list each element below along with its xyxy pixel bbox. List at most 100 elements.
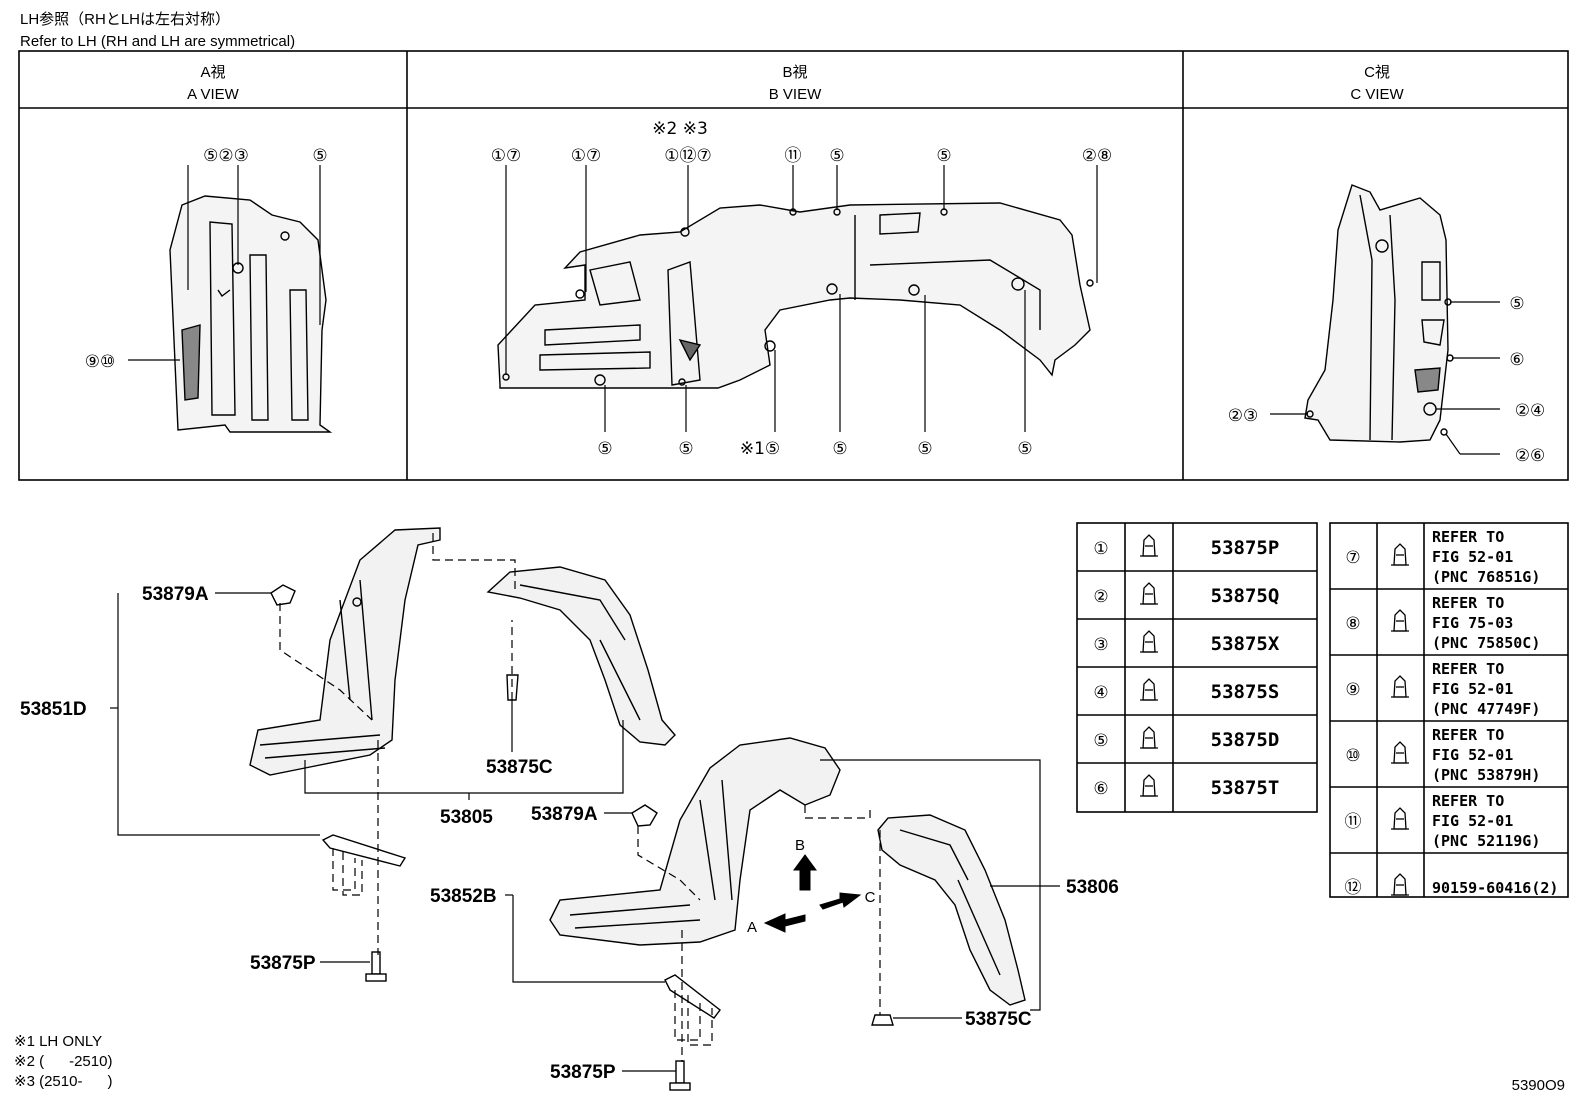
clip-53875C-lower	[871, 1014, 894, 1026]
fastener-icon	[1140, 534, 1158, 557]
view-b-callout-5-bottom-a: ⑤	[597, 439, 612, 459]
legend-right-index: ⑪	[1345, 812, 1362, 832]
view-b-callout-note1-5: ※1⑤	[740, 439, 780, 459]
figure-id: 5390O9	[1512, 1077, 1565, 1094]
arrow-c-label: C	[865, 889, 876, 906]
note-3: ※3 (2510- )	[14, 1073, 112, 1090]
legend-left-index: ①	[1093, 539, 1108, 559]
legend-table-right: ⑦ REFER TO FIG 52-01 (PNC 76851G) ⑧ REFER TO F…	[1345, 528, 1559, 898]
view-c-title-jp: C視	[1364, 64, 1390, 81]
label-53851D: 53851D	[20, 699, 87, 720]
legend-table-left-grid	[1076, 522, 1318, 813]
label-53852B: 53852B	[430, 886, 497, 907]
view-b-callout-5-bottom-d: ⑤	[832, 439, 847, 459]
view-b-callout-5-bottom-f: ⑤	[1017, 439, 1032, 459]
legend-left-part-code: 53875X	[1211, 633, 1280, 655]
view-b-title-jp: B視	[782, 64, 807, 81]
view-b-callout-1-7-b: ①⑦	[571, 146, 601, 166]
fastener-icon	[1140, 582, 1158, 605]
fastener-icon	[1391, 741, 1409, 764]
legend-right-reference-text: FIG 75-03	[1432, 614, 1513, 632]
fastener-icon	[1140, 630, 1158, 653]
legend-right-index: ⑧	[1345, 614, 1360, 634]
dashed-alignment-lines	[279, 533, 881, 1062]
legend-table-right-grid	[1329, 522, 1569, 898]
legend-left-part-code: 53875S	[1211, 681, 1280, 703]
view-b-callout-5-top-a: ⑤	[829, 146, 844, 166]
view-b-note-2-3: ※2 ※3	[652, 119, 708, 139]
bolt-53875P-upper	[365, 951, 387, 982]
view-c-leaders	[1270, 301, 1500, 455]
fastener-icon	[1391, 609, 1409, 632]
view-a-liner-drawing	[169, 195, 333, 433]
header-line-en: Refer to LH (RH and LH are symmetrical)	[20, 33, 295, 50]
legend-right-reference-text: (PNC 53879H)	[1432, 766, 1540, 784]
view-b-liner-drawing	[497, 202, 1094, 389]
arrow-a-label: A	[747, 919, 757, 936]
view-a-title-jp: A視	[200, 64, 225, 81]
view-b-title-en: B VIEW	[769, 86, 822, 103]
note-2: ※2 ( -2510)	[14, 1053, 112, 1070]
arrow-c-icon	[819, 892, 862, 910]
view-c-title-en: C VIEW	[1350, 86, 1404, 103]
fastener-icon	[1140, 726, 1158, 749]
view-a-title-en: A VIEW	[187, 86, 240, 103]
legend-left-index: ⑥	[1093, 779, 1108, 799]
legend-right-reference-text: (PNC 52119G)	[1432, 832, 1540, 850]
view-c-callout-2-6: ②⑥	[1515, 446, 1545, 466]
view-b-leaders	[505, 165, 1098, 432]
view-b-callout-11: ⑪	[785, 146, 802, 166]
label-53875C-upper: 53875C	[486, 757, 553, 778]
legend-right-reference-text: REFER TO	[1432, 528, 1504, 546]
view-b-callout-1-7-a: ①⑦	[491, 146, 521, 166]
front-liner-53852B-drawing	[549, 737, 841, 946]
label-53806: 53806	[1066, 877, 1119, 898]
legend-right-reference-text: REFER TO	[1432, 594, 1504, 612]
view-a-callout-5-2-3: ⑤②③	[203, 146, 249, 166]
legend-right-index: ⑨	[1345, 680, 1360, 700]
legend-right-index: ⑦	[1345, 548, 1360, 568]
view-panel-frame	[18, 50, 1569, 481]
fastener-icon	[1391, 873, 1409, 896]
label-53805: 53805	[440, 807, 493, 828]
legend-right-reference-text: (PNC 76851G)	[1432, 568, 1540, 586]
bolt-53875P-lower	[669, 1060, 691, 1091]
arrow-b-label: B	[795, 837, 805, 854]
view-a-callout-5: ⑤	[312, 146, 327, 166]
fastener-icon	[1391, 675, 1409, 698]
view-c-liner-drawing	[1304, 184, 1454, 443]
view-b-callout-2-8: ②⑧	[1082, 146, 1112, 166]
legend-right-reference-text: FIG 52-01	[1432, 680, 1513, 698]
view-b-callout-5-bottom-b: ⑤	[678, 439, 693, 459]
view-b-callout-1-12-7: ①⑫⑦	[664, 146, 711, 166]
legend-right-reference-text: REFER TO	[1432, 660, 1504, 678]
label-53879A-lower: 53879A	[531, 804, 598, 825]
legend-right-reference-text: REFER TO	[1432, 792, 1504, 810]
brackets-and-clips	[270, 584, 721, 1019]
legend-left-part-code: 53875P	[1211, 537, 1280, 559]
view-c-callout-2-4: ②④	[1515, 401, 1545, 421]
legend-right-reference-text: REFER TO	[1432, 726, 1504, 744]
view-a-callout-9-10: ⑨⑩	[85, 352, 115, 372]
legend-left-index: ⑤	[1093, 731, 1108, 751]
legend-left-part-code: 53875Q	[1211, 585, 1280, 607]
legend-right-reference-text: FIG 52-01	[1432, 746, 1513, 764]
header-line-jp: LH参照（RHとLHは左右対称）	[20, 11, 230, 28]
fastener-icon	[1140, 774, 1158, 797]
legend-left-part-code: 53875D	[1211, 729, 1280, 751]
legend-right-index: ⑩	[1345, 746, 1360, 766]
front-liner-53851D-drawing	[249, 527, 441, 776]
fastener-icon	[1391, 807, 1409, 830]
rear-liner-53805-drawing	[486, 566, 676, 746]
legend-left-part-code: 53875T	[1211, 777, 1280, 799]
label-53879A-upper: 53879A	[142, 584, 209, 605]
legend-left-index: ③	[1093, 635, 1108, 655]
legend-right-reference-text: (PNC 47749F)	[1432, 700, 1540, 718]
arrow-b-icon	[793, 854, 817, 891]
label-53875C-lower: 53875C	[965, 1009, 1032, 1030]
legend-right-index: ⑫	[1345, 878, 1362, 898]
view-a-leaders	[128, 165, 321, 361]
legend-right-reference-text: 90159-60416(2)	[1432, 879, 1558, 897]
fastener-icon	[1391, 543, 1409, 566]
